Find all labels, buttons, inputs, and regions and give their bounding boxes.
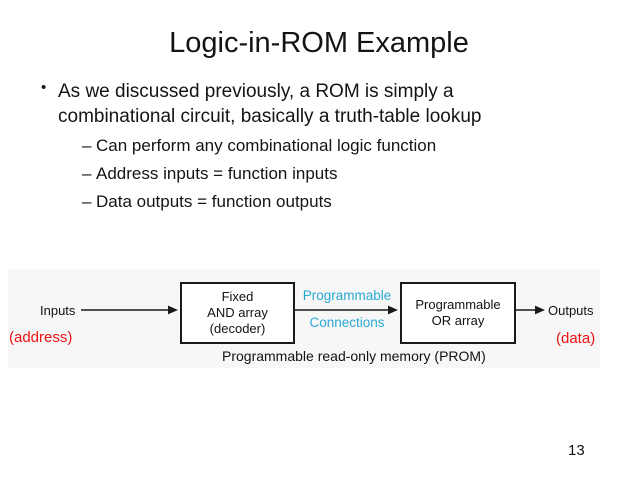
dash-marker: –: [82, 192, 92, 211]
programmable-connections-label-top: Programmable: [302, 288, 392, 303]
sub-bullet-1-text: Can perform any combinational logic func…: [96, 136, 437, 155]
address-annotation: (address): [9, 329, 73, 346]
bullet-marker: •: [41, 79, 47, 96]
sub-bullet-1: – Can perform any combinational logic fu…: [82, 136, 436, 164]
arrow-or-array-to-outputs: [516, 305, 545, 315]
dash-marker: –: [82, 136, 92, 155]
outputs-label: Outputs: [548, 303, 594, 318]
sub-bullet-list: – Can perform any combinational logic fu…: [82, 136, 436, 220]
sub-bullet-2: – Address inputs = function inputs: [82, 164, 436, 192]
sub-bullet-3-text: Data outputs = function outputs: [96, 192, 332, 211]
and-box-line-1: Fixed: [221, 289, 254, 304]
or-box-line-2: OR array: [431, 313, 485, 328]
main-bullet: As we discussed previously, a ROM is sim…: [58, 80, 482, 129]
diagram-connectors: [81, 305, 545, 315]
arrow-and-to-or-array: [295, 305, 398, 315]
and-box-line-3: (decoder): [209, 321, 266, 336]
sub-bullet-2-text: Address inputs = function inputs: [96, 164, 338, 183]
or-box-line-1: Programmable: [415, 297, 501, 312]
sub-bullet-3: – Data outputs = function outputs: [82, 192, 436, 220]
prom-block-diagram: Inputs (address) Fixed AND array (decode…: [8, 269, 600, 368]
slide-title: Logic-in-ROM Example: [169, 27, 469, 59]
main-bullet-line-2: combinational circuit, basically a truth…: [58, 105, 482, 127]
diagram-caption: Programmable read-only memory (PROM): [222, 348, 486, 364]
and-box-line-2: AND array: [207, 305, 268, 320]
data-annotation: (data): [556, 330, 596, 347]
fixed-and-array-box: Fixed AND array (decoder): [180, 282, 295, 344]
main-bullet-line-1: As we discussed previously, a ROM is sim…: [58, 81, 454, 102]
arrow-inputs-to-and-array: [81, 305, 178, 315]
inputs-label: Inputs: [40, 303, 76, 318]
programmable-connections-label-bottom: Connections: [309, 315, 385, 330]
dash-marker: –: [82, 164, 92, 183]
page-number: 13: [568, 442, 585, 459]
programmable-or-array-box: Programmable OR array: [400, 282, 516, 344]
